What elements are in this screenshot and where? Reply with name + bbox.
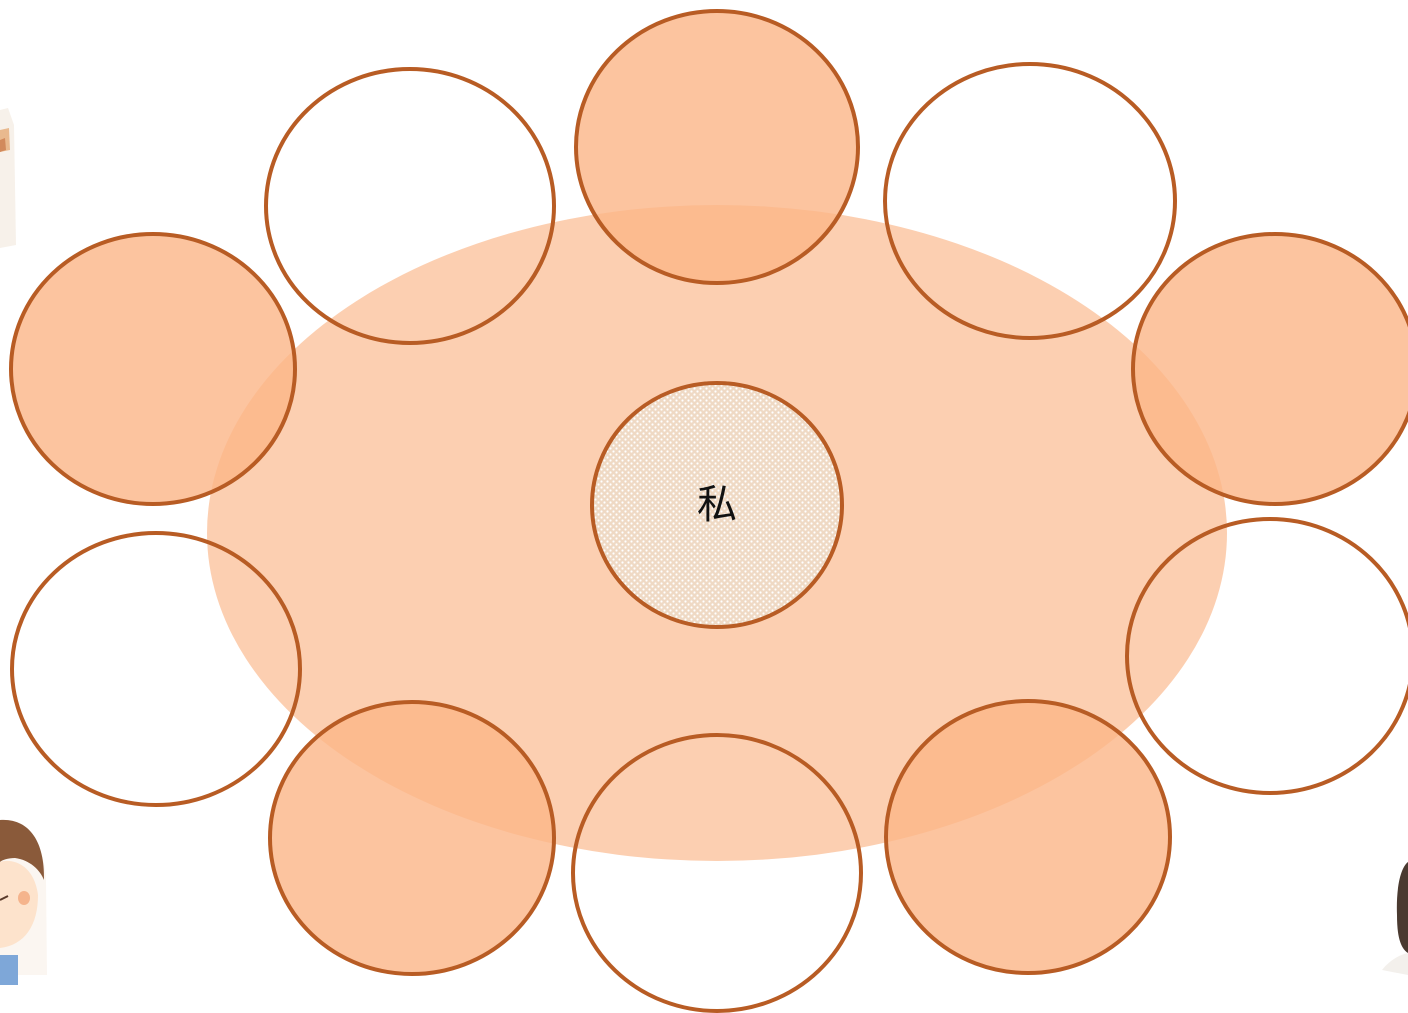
seat-circle-bottom[interactable]	[573, 735, 861, 1011]
center-label: 私	[697, 482, 737, 528]
seat-circle-upper-right[interactable]	[1133, 234, 1408, 504]
center-self-node: 私	[592, 383, 842, 627]
seat-circle-bottom-left[interactable]	[270, 702, 554, 974]
girl-hair-illustration-icon	[1382, 862, 1408, 975]
partial-person-illustration-icon	[0, 108, 16, 248]
seat-circle-top-right[interactable]	[885, 64, 1175, 338]
seat-circle-top-left[interactable]	[266, 69, 554, 343]
seat-circle-upper-left[interactable]	[11, 234, 295, 504]
seat-circle-top[interactable]	[576, 11, 858, 283]
seat-circle-lower-right[interactable]	[1127, 519, 1408, 793]
seat-circle-bottom-right[interactable]	[886, 701, 1170, 973]
boy-illustration-icon	[0, 820, 47, 985]
seat-circle-lower-left[interactable]	[12, 533, 300, 805]
